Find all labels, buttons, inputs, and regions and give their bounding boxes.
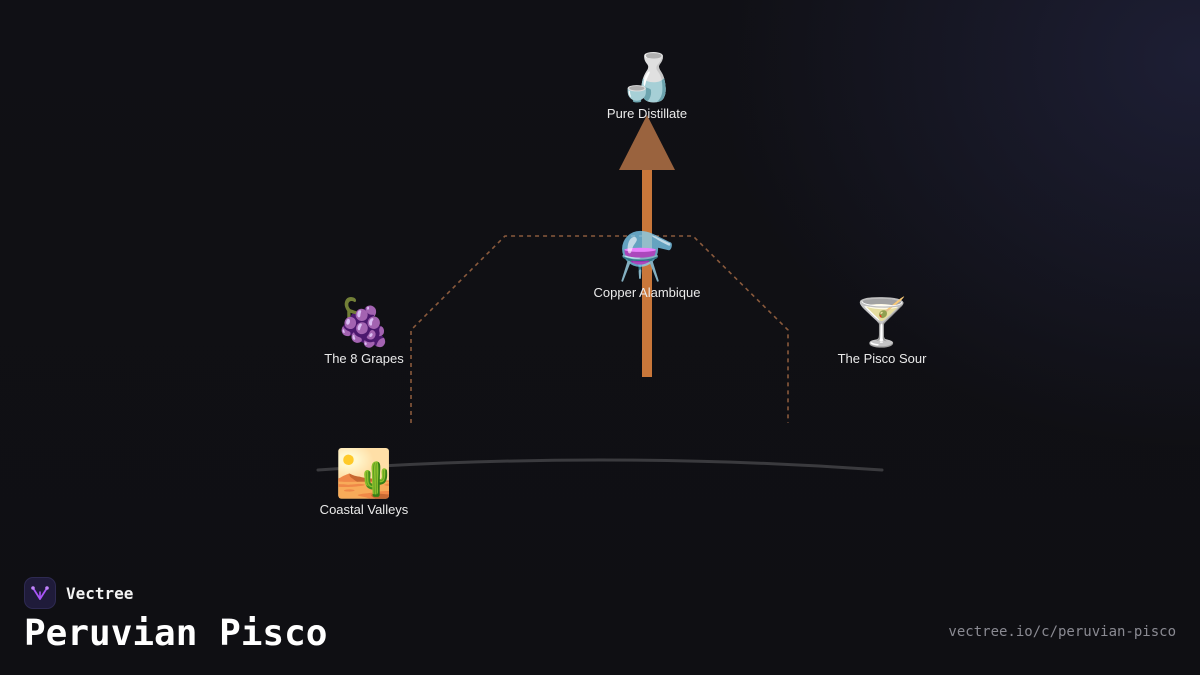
node-coastal-valleys[interactable]: 🏜️ Coastal Valleys bbox=[320, 446, 409, 517]
trunk-arrow-shaft bbox=[642, 168, 652, 377]
node-label: Pure Distillate bbox=[606, 106, 688, 121]
page-url[interactable]: vectree.io/c/peruvian-pisco bbox=[948, 624, 1176, 640]
grapes-icon: 🍇 bbox=[335, 295, 393, 349]
brand-name: Vectree bbox=[66, 583, 134, 603]
ground-curve bbox=[316, 458, 884, 472]
node-the-pisco-sour[interactable]: 🍸 The Pisco Sour bbox=[838, 295, 927, 366]
node-label: Coastal Valleys bbox=[319, 502, 409, 517]
node-copper-alambique[interactable]: ⚗️ Copper Alambique bbox=[594, 229, 701, 300]
vectree-logo-icon bbox=[24, 577, 56, 609]
trunk-arrow-head bbox=[619, 115, 675, 170]
cocktail-glass-icon: 🍸 bbox=[853, 295, 911, 349]
node-label: The Pisco Sour bbox=[837, 351, 927, 366]
page-title: Peruvian Pisco bbox=[24, 613, 328, 654]
node-the-8-grapes[interactable]: 🍇 The 8 Grapes bbox=[324, 295, 404, 366]
desert-icon: 🏜️ bbox=[335, 446, 393, 500]
node-label: The 8 Grapes bbox=[324, 351, 404, 366]
dashed-branch-path bbox=[410, 235, 789, 423]
node-label: Copper Alambique bbox=[593, 285, 701, 300]
node-pure-distillate[interactable]: 🍶 Pure Distillate bbox=[607, 50, 687, 121]
sake-bottle-icon: 🍶 bbox=[618, 50, 676, 104]
alembic-icon: ⚗️ bbox=[618, 229, 676, 283]
brand[interactable]: Vectree bbox=[24, 577, 133, 609]
